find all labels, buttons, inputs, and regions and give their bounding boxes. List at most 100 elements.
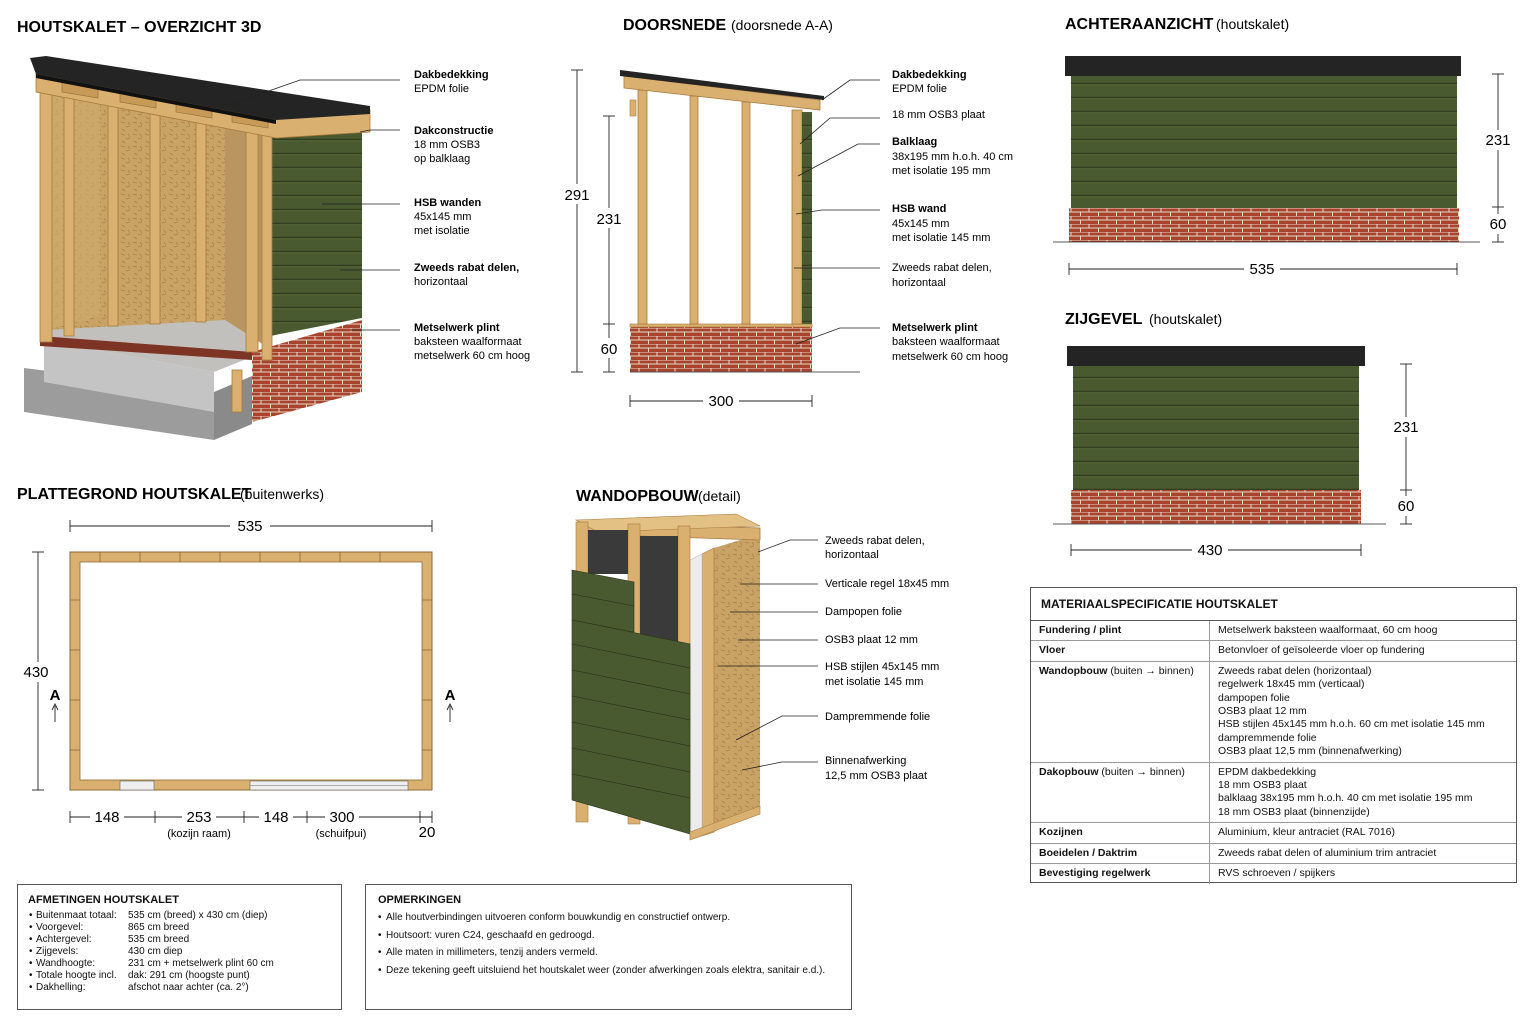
dimensions-panel: AFMETINGEN HOUTSKALET Buitenmaat totaal:… [17, 884, 342, 1010]
rear-title: ACHTERAANZICHT [1065, 16, 1214, 33]
svg-text:Balklaag: Balklaag [892, 136, 937, 148]
svg-text:18 mm OSB3: 18 mm OSB3 [414, 139, 480, 151]
view3d-label-plinth: Metselwerk plint baksteen waalformaat me… [414, 322, 530, 362]
section-label-joists: Balklaag 38x195 mm h.o.h. 40 cm met isol… [892, 136, 1013, 177]
section-leaders [794, 79, 880, 345]
list-item: Alle maten in millimeters, tenzij anders… [378, 947, 839, 959]
wall-subtitle: (detail) [698, 488, 741, 504]
list-item: Deze tekening geeft uitsluiend het houts… [378, 965, 839, 977]
svg-text:Zweeds rabat delen,: Zweeds rabat delen, [414, 262, 519, 274]
table-row: Fundering / plint Metselwerk baksteen wa… [1031, 621, 1516, 642]
rear-dim-plinth: 60 [1490, 216, 1507, 233]
remarks-panel: OPMERKINGEN Alle houtverbindingen uitvoe… [365, 884, 852, 1010]
section-dim-width: 300 [708, 393, 733, 410]
wall-label-vapor-open: Dampopen folie [825, 606, 902, 618]
plan-section-mark-right: A [445, 687, 456, 704]
table-row: Kozijnen Aluminium, kleur antraciet (RAL… [1031, 822, 1516, 844]
remarks-list: Alle houtverbindingen uitvoeren conform … [378, 912, 839, 977]
wall-label-cladding: Zweeds rabat delen, horizontaal [825, 535, 925, 561]
svg-text:38x195 mm h.o.h. 40 cm: 38x195 mm h.o.h. 40 cm [892, 151, 1013, 163]
side-drawing [1053, 346, 1386, 525]
svg-text:metselwerk 60 cm hoog: metselwerk 60 cm hoog [414, 350, 530, 362]
table-row: Achtergevel:535 cm breed [28, 934, 274, 946]
plan-segment-note-slider: (schuifpui) [316, 828, 367, 840]
rear-dim-wall: 231 [1485, 132, 1510, 149]
svg-text:EPDM folie: EPDM folie [892, 83, 947, 95]
view3d-title: HOUTSKALET – OVERZICHT 3D [17, 19, 261, 36]
plan-subtitle: (buitenwerks) [240, 486, 324, 502]
section-drawing [620, 70, 860, 373]
svg-text:Zweeds rabat delen,: Zweeds rabat delen, [892, 262, 992, 274]
svg-text:Metselwerk plint: Metselwerk plint [414, 322, 500, 334]
section-label-wall: HSB wand 45x145 mm met isolatie 145 mm [892, 203, 990, 244]
side-subtitle: (houtskalet) [1149, 311, 1222, 327]
wall-label-vapor-barrier: Dampremmende folie [825, 711, 930, 723]
view3d-label-walls: HSB wanden 45x145 mm met isolatie [414, 197, 482, 237]
svg-text:baksteen waalformaat: baksteen waalformaat [892, 336, 1000, 348]
plan-segment-1: 148 [94, 809, 119, 826]
svg-text:Dakbedekking: Dakbedekking [414, 69, 489, 81]
rear-dim-width: 535 [1249, 261, 1274, 278]
table-row: Dakhelling:afschot naar achter (ca. 2°) [28, 982, 274, 994]
plan-segment-4: 300 [329, 809, 354, 826]
plan-section-mark-left: A [50, 687, 61, 704]
rear-drawing [1053, 56, 1480, 243]
svg-text:met isolatie 145 mm: met isolatie 145 mm [892, 232, 990, 244]
section-subtitle: (doorsnede A-A) [731, 17, 833, 33]
svg-text:Dakconstructie: Dakconstructie [414, 125, 493, 137]
svg-text:45x145 mm: 45x145 mm [892, 218, 949, 230]
list-item: Houtsoort: vuren C24, geschaafd en gedro… [378, 930, 839, 942]
svg-text:45x145 mm: 45x145 mm [414, 211, 471, 223]
material-spec-title: MATERIAALSPECIFICATIE HOUTSKALET [1031, 588, 1516, 621]
section-title: DOORSNEDE [623, 17, 726, 34]
section-dim-total: 291 [564, 187, 589, 204]
section-label-roofing: Dakbedekking EPDM folie [892, 69, 967, 95]
side-title: ZIJGEVEL [1065, 311, 1143, 328]
list-item: Alle houtverbindingen uitvoeren conform … [378, 912, 839, 924]
remarks-panel-title: OPMERKINGEN [378, 894, 462, 906]
plan-dim-width: 535 [237, 518, 262, 535]
view3d-drawing [24, 56, 371, 440]
view3d-label-roof-structure: Dakconstructie 18 mm OSB3 op balklaag [414, 125, 493, 165]
svg-text:horizontaal: horizontaal [825, 549, 879, 561]
plan-segment-3: 148 [263, 809, 288, 826]
svg-text:horizontaal: horizontaal [892, 277, 946, 289]
table-row: Buitenmaat totaal:535 cm (breed) x 430 c… [28, 910, 274, 922]
wall-leaders [718, 539, 818, 771]
svg-text:op balklaag: op balklaag [414, 153, 470, 165]
section-label-osb: 18 mm OSB3 plaat [892, 109, 985, 121]
side-dim-wall: 231 [1393, 419, 1418, 436]
svg-text:horizontaal: horizontaal [414, 276, 468, 288]
dimensions-panel-title: AFMETINGEN HOUTSKALET [28, 894, 179, 906]
svg-text:Metselwerk plint: Metselwerk plint [892, 322, 978, 334]
side-dim-plinth: 60 [1398, 498, 1415, 515]
table-row: Dakopbouw (buiten → binnen) EPDM dakbede… [1031, 762, 1516, 824]
table-row: Voorgevel:865 cm breed [28, 922, 274, 934]
plan-title: PLATTEGROND HOUTSKALET [17, 486, 252, 503]
wall-label-batten: Verticale regel 18x45 mm [825, 578, 949, 590]
table-row: Boeidelen / Daktrim Zweeds rabat delen o… [1031, 843, 1516, 865]
svg-text:Dakbedekking: Dakbedekking [892, 69, 967, 81]
svg-text:EPDM folie: EPDM folie [414, 83, 469, 95]
wall-label-studs: HSB stijlen 45x145 mm met isolatie 145 m… [825, 661, 939, 688]
wall-label-interior: Binnenafwerking 12,5 mm OSB3 plaat [825, 755, 927, 782]
section-label-plinth: Metselwerk plint baksteen waalformaat me… [892, 322, 1008, 363]
svg-text:Zweeds rabat delen,: Zweeds rabat delen, [825, 535, 925, 547]
view3d-leaders [231, 79, 400, 331]
view3d-label-roofing: Dakbedekking EPDM folie [414, 69, 489, 95]
svg-text:18 mm OSB3 plaat: 18 mm OSB3 plaat [892, 109, 985, 121]
view3d-label-cladding: Zweeds rabat delen, horizontaal [414, 262, 519, 288]
section-label-cladding: Zweeds rabat delen, horizontaal [892, 262, 992, 289]
table-row: Zijgevels:430 cm diep [28, 946, 274, 958]
table-row: Vloer Betonvloer of geïsoleerde vloer op… [1031, 640, 1516, 662]
table-row: Wandopbouw (buiten → binnen) Zweeds raba… [1031, 661, 1516, 763]
side-dim-width: 430 [1197, 542, 1222, 559]
svg-text:HSB stijlen 45x145 mm: HSB stijlen 45x145 mm [825, 661, 939, 673]
svg-text:HSB wand: HSB wand [892, 203, 946, 215]
svg-text:met isolatie 195 mm: met isolatie 195 mm [892, 165, 990, 177]
wall-label-osb: OSB3 plaat 12 mm [825, 634, 918, 646]
section-dim-wall: 231 [596, 211, 621, 228]
plan-dim-depth: 430 [23, 664, 48, 681]
wall-drawing [571, 513, 761, 841]
